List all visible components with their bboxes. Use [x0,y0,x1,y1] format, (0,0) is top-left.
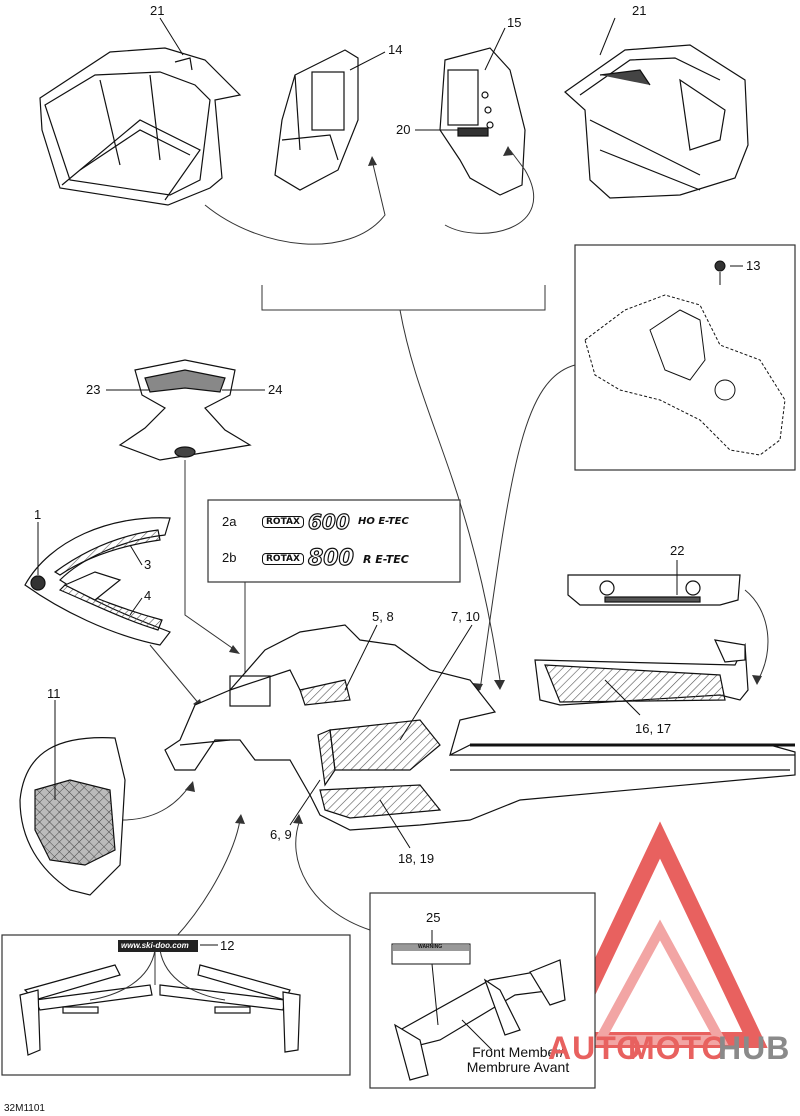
a-arm-parts [19,964,301,1056]
watermark-text: AUTO MOTO HUB [548,1030,798,1070]
windshield-part [118,359,252,461]
figure-code: 32M1101 [4,1103,45,1114]
callout-15: 15 [507,15,522,30]
callout-14: 14 [388,42,403,57]
callout-21-left: 21 [150,3,165,18]
decal-2a-sub: HO E-TEC [358,516,409,527]
tunnel-side-part [534,639,749,706]
front-hood-part [24,517,171,646]
callout-leaders [37,17,678,946]
callout-18-19: 18, 19 [398,851,435,866]
url-decal-strip [118,940,198,952]
callout-25: 25 [426,910,441,925]
decal-box-2 [207,499,461,583]
rear-bumper-part [567,574,741,606]
callout-1: 1 [34,507,42,522]
arrow-lines-12 [89,949,226,1001]
side-insert-14 [274,49,359,191]
decal-2b-model: 800 [307,545,354,571]
callout-2a: 2a [222,514,237,529]
callout-11: 11 [47,686,61,701]
decal-2b: ROTAX 800 R E-TEC [258,545,448,572]
callout-4: 4 [144,588,152,603]
url-decal-text: www.ski-doo.com [121,941,189,950]
callout-21-right: 21 [632,3,647,18]
clip-13 [714,260,743,285]
callout-6-9: 6, 9 [270,827,292,842]
front-member-line1: Front Member/ [472,1044,564,1060]
callout-22: 22 [670,543,685,558]
callout-3: 3 [144,557,152,572]
decal-2a: ROTAX 600 HO E-TEC [258,509,438,535]
snowmobile-main-body [164,624,796,831]
warning-decal-title: WARNING [418,944,443,950]
callout-20: 20 [396,122,411,137]
side-panel-right [564,44,749,199]
decal-2a-brand: ROTAX [262,516,304,528]
watermark-moto: MOTO [628,1030,728,1066]
front-member-line2: Membrure Avant [466,1059,570,1075]
front-nose-part [19,737,126,896]
front-member-caption: Front Member/ Membrure Avant [448,1045,588,1075]
leader-front-member [461,1019,493,1051]
decal-2b-sub: R E-TEC [363,553,409,566]
watermark-hub: HUB [718,1030,791,1066]
leader-25b [431,963,439,1026]
callout-5-8: 5, 8 [372,609,394,624]
callout-24: 24 [268,382,283,397]
front-member-part [394,959,566,1081]
callout-7-10: 7, 10 [451,609,480,624]
watermark-auto: AUTO [548,1030,643,1066]
side-insert-15 [439,47,526,196]
decal-2b-brand: ROTAX [262,553,304,565]
arrowheads [185,146,762,824]
warning-header [393,945,469,951]
callout-16-17: 16, 17 [635,721,672,736]
decal-2a-model: 600 [307,509,350,534]
side-panel-left [39,47,242,206]
watermark-logo [552,821,768,1048]
callout-2b: 2b [222,550,237,565]
callout-12: 12 [220,938,235,953]
callout-13: 13 [746,258,761,273]
console-part [584,294,786,456]
callout-23: 23 [86,382,101,397]
